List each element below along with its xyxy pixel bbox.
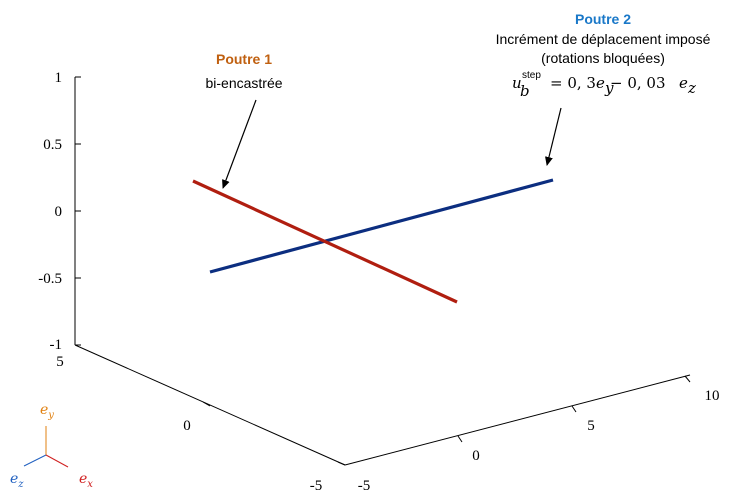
formula-superscript: step [522, 70, 541, 81]
beam-2-title: Poutre 2 [575, 11, 631, 27]
z-tick-label: 1 [55, 70, 63, 86]
z-tick-label: 0 [55, 204, 63, 220]
formula-subscript: b [520, 82, 530, 100]
beam-2-arrow [545, 107, 562, 166]
z-tick-label: 0.5 [43, 137, 62, 153]
triad-ey-label: ey [40, 402, 54, 421]
y-tick-label: -5 [310, 478, 323, 494]
formula-u: u [512, 74, 522, 92]
triad-ex-label: ex [79, 471, 93, 490]
y-tick-label: 0 [183, 418, 191, 434]
triad-ex-line [45, 454, 69, 468]
y-tick-label: 5 [56, 354, 64, 370]
formula-e2: e [679, 74, 688, 92]
beam-2-line [209, 178, 554, 274]
z-tick-label: -1 [50, 337, 63, 353]
formula-rhs-b: − 0, 03 [610, 74, 666, 92]
x-tick-label: 5 [587, 418, 595, 434]
formula-rhs-a: = 0, 3 [550, 74, 596, 92]
beam-1-title: Poutre 1 [216, 51, 272, 67]
x-axis: -5 0 5 10 [344, 374, 720, 494]
beam-2-line2: (rotations bloquées) [541, 50, 665, 66]
y-axis: 5 0 -5 [56, 344, 346, 494]
formula-e1: e [596, 74, 605, 92]
z-axis: 1 0.5 0 -0.5 -1 [38, 70, 81, 353]
triad-ez-label: ez [10, 471, 24, 490]
formula-e2-sub: z [687, 79, 696, 97]
beam-2-line1: Incrément de déplacement imposé [496, 31, 711, 47]
beam-1-arrow [222, 99, 257, 189]
x-tick-label: 10 [705, 388, 720, 404]
formula-e1-sub: y [604, 79, 614, 97]
axis-triad: ey ez ex [10, 402, 93, 490]
beam-1-line [192, 179, 458, 304]
triad-ez-line [23, 454, 47, 467]
displacement-formula: u step b = 0, 3 e y − 0, 03 e z [512, 70, 696, 100]
x-tick-label: 0 [472, 448, 480, 464]
beam-1-description: bi-encastrée [205, 75, 282, 91]
z-tick-label: -0.5 [38, 271, 62, 287]
x-tick-label: -5 [358, 478, 371, 494]
